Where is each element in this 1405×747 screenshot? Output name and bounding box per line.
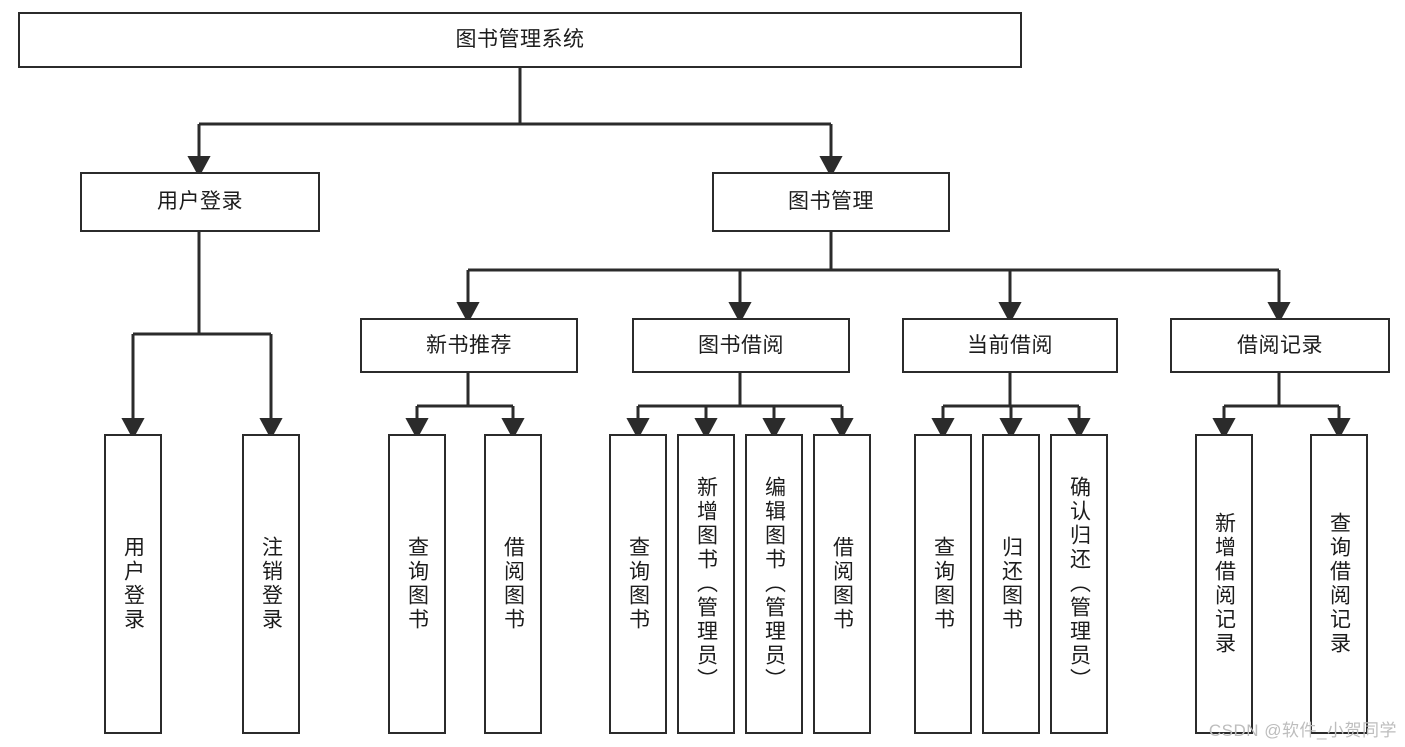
node-leaf-logout[interactable]: 注销登录 [242,434,300,734]
node-leaf-recommend-query-book[interactable]: 查询图书 [388,434,446,734]
node-leaf-add-book-admin[interactable]: 新增图书（管理员） [677,434,735,734]
node-user-login-label: 用户登录 [157,190,243,214]
node-leaf-borrow-book[interactable]: 借阅图书 [813,434,871,734]
node-borrow-record[interactable]: 借阅记录 [1170,318,1390,373]
node-current-borrow[interactable]: 当前借阅 [902,318,1118,373]
node-leaf-borrow-book-label: 借阅图书 [830,536,854,632]
node-leaf-confirm-return-admin[interactable]: 确认归还（管理员） [1050,434,1108,734]
node-new-book-recommend[interactable]: 新书推荐 [360,318,578,373]
node-leaf-user-login[interactable]: 用户登录 [104,434,162,734]
node-new-book-recommend-label: 新书推荐 [426,333,512,357]
node-leaf-return-book[interactable]: 归还图书 [982,434,1040,734]
node-root[interactable]: 图书管理系统 [18,12,1022,68]
node-leaf-return-book-label: 归还图书 [999,536,1023,632]
node-book-manage-label: 图书管理 [788,190,874,214]
node-root-label: 图书管理系统 [455,28,585,52]
node-book-borrow-label: 图书借阅 [698,333,784,357]
node-leaf-recommend-borrow-book-label: 借阅图书 [501,536,525,632]
node-leaf-current-query-book-label: 查询图书 [931,536,955,632]
node-leaf-recommend-query-book-label: 查询图书 [405,536,429,632]
node-leaf-query-borrow-record-label: 查询借阅记录 [1327,512,1351,656]
node-leaf-borrow-query-book[interactable]: 查询图书 [609,434,667,734]
node-leaf-current-query-book[interactable]: 查询图书 [914,434,972,734]
node-leaf-edit-book-admin[interactable]: 编辑图书（管理员） [745,434,803,734]
node-leaf-borrow-query-book-label: 查询图书 [626,536,650,632]
node-leaf-recommend-borrow-book[interactable]: 借阅图书 [484,434,542,734]
node-leaf-user-login-label: 用户登录 [121,536,145,632]
node-leaf-add-borrow-record[interactable]: 新增借阅记录 [1195,434,1253,734]
node-leaf-logout-label: 注销登录 [259,536,283,632]
node-leaf-query-borrow-record[interactable]: 查询借阅记录 [1310,434,1368,734]
node-borrow-record-label: 借阅记录 [1237,333,1323,357]
node-leaf-add-book-admin-label: 新增图书（管理员） [694,476,718,692]
node-book-borrow[interactable]: 图书借阅 [632,318,850,373]
node-leaf-add-borrow-record-label: 新增借阅记录 [1212,512,1236,656]
node-book-manage[interactable]: 图书管理 [712,172,950,232]
node-leaf-confirm-return-admin-label: 确认归还（管理员） [1067,476,1091,692]
node-current-borrow-label: 当前借阅 [967,333,1053,357]
node-leaf-edit-book-admin-label: 编辑图书（管理员） [762,476,786,692]
node-user-login[interactable]: 用户登录 [80,172,320,232]
watermark-text: CSDN @软件_小贺同学 [1208,721,1397,740]
